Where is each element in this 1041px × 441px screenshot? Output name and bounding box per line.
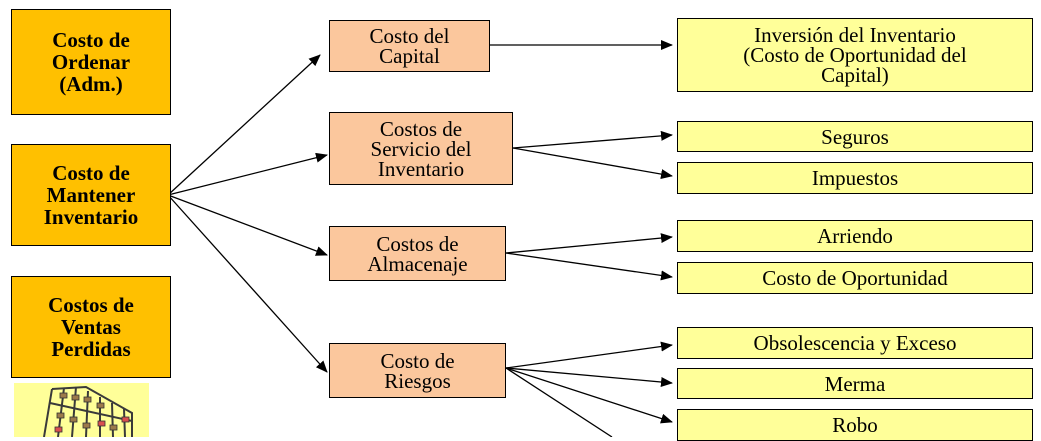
costos-ventas-perdidas-box: Costos de Ventas Perdidas: [11, 276, 171, 378]
costo-ordenar-label: Costo de Ordenar (Adm.): [51, 28, 131, 96]
costos-almacenaje-box: Costos de Almacenaje: [329, 226, 506, 281]
merma-label: Merma: [824, 371, 886, 396]
costos-ventas-perdidas-label: Costos de Ventas Perdidas: [48, 293, 134, 361]
costo-ordenar-box: Costo de Ordenar (Adm.): [11, 9, 171, 115]
costos-servicio-box: Costos de Servicio del Inventario: [329, 112, 513, 185]
abacus-icon: [14, 383, 149, 437]
costo-riesgos-box: Costo de Riesgos: [329, 343, 506, 398]
costo-capital-box: Costo del Capital: [329, 20, 490, 72]
impuestos-box: Impuestos: [677, 162, 1033, 194]
costo-oportunidad-label: Costo de Oportunidad: [762, 266, 948, 290]
robo-label: Robo: [832, 413, 878, 437]
inversion-inventario-label: Inversión del Inventario (Costo de Oport…: [743, 23, 967, 87]
costo-mantener-label: Costo de Mantener Inventario: [43, 161, 139, 229]
obsolescencia-label: Obsolescencia y Exceso: [753, 331, 957, 355]
costo-oportunidad-box: Costo de Oportunidad: [677, 262, 1033, 294]
seguros-box: Seguros: [677, 121, 1033, 152]
costo-mantener-box: Costo de Mantener Inventario: [11, 144, 171, 246]
merma-box: Merma: [677, 368, 1033, 399]
costo-riesgos-label: Costo de Riesgos: [380, 348, 455, 393]
costo-capital-label: Costo del Capital: [369, 24, 450, 68]
obsolescencia-box: Obsolescencia y Exceso: [677, 327, 1033, 359]
costos-almacenaje-label: Costos de Almacenaje: [367, 231, 468, 276]
costos-servicio-label: Costos de Servicio del Inventario: [370, 116, 472, 181]
robo-box: Robo: [677, 409, 1033, 441]
arriendo-label: Arriendo: [817, 224, 893, 248]
seguros-label: Seguros: [821, 124, 889, 149]
inversion-inventario-box: Inversión del Inventario (Costo de Oport…: [677, 18, 1033, 92]
impuestos-label: Impuestos: [811, 166, 899, 190]
arriendo-box: Arriendo: [677, 220, 1033, 252]
